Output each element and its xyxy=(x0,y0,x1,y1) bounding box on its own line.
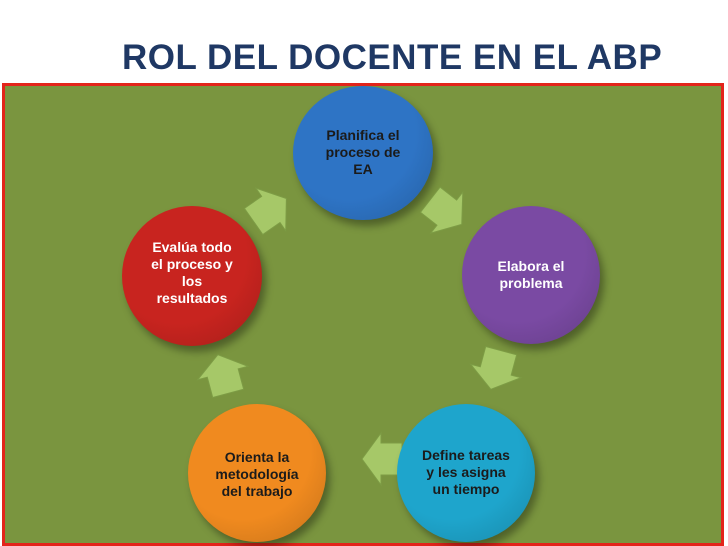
node-define: Define tareas y les asigna un tiempo xyxy=(397,404,535,542)
node-define-label: Define tareas y les asigna un tiempo xyxy=(422,447,510,497)
node-planifica: Planifica el proceso de EA xyxy=(293,86,433,220)
node-orienta: Orienta la metodología del trabajo xyxy=(188,404,326,542)
node-elabora: Elabora el problema xyxy=(462,206,600,344)
arrow-3-icon xyxy=(361,431,403,487)
slide-title: ROL DEL DOCENTE EN EL ABP xyxy=(122,38,663,77)
node-elabora-label: Elabora el problema xyxy=(497,258,565,291)
arrow-5-icon xyxy=(243,187,287,236)
node-planifica-label: Planifica el proceso de EA xyxy=(325,127,401,177)
node-evalua: Evalúa todo el proceso y los resultados xyxy=(122,206,262,346)
arrow-4-icon xyxy=(196,354,250,399)
node-evalua-label: Evalúa todo el proceso y los resultados xyxy=(151,239,233,306)
arrow-1-icon xyxy=(419,186,464,235)
node-orienta-label: Orienta la metodología del trabajo xyxy=(215,449,299,499)
arrow-2-icon xyxy=(469,345,523,390)
